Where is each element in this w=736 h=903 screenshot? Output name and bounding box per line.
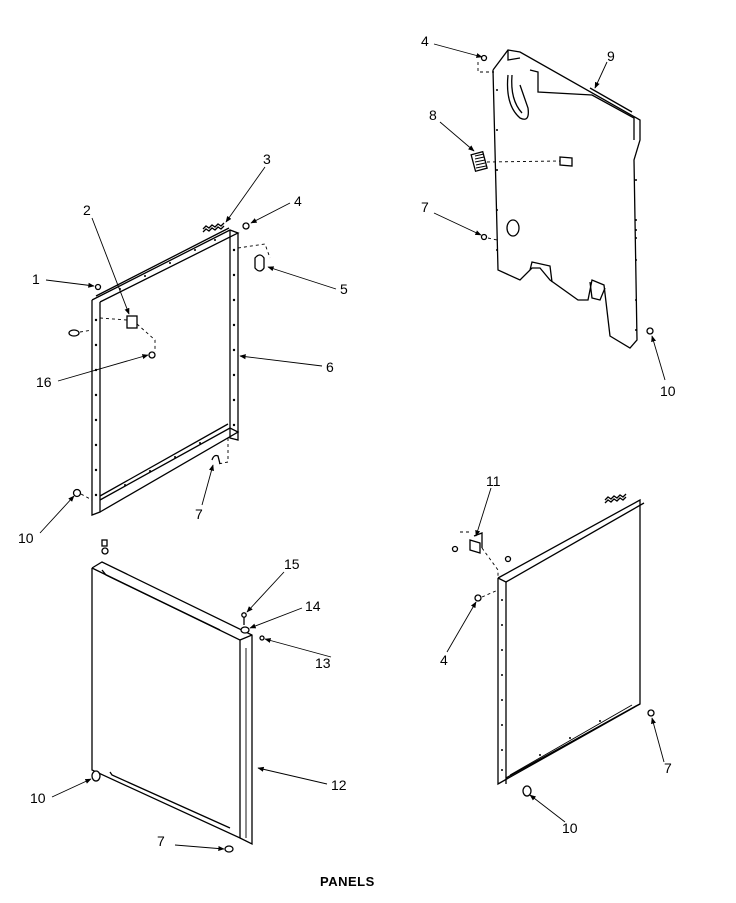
right-side-panel bbox=[497, 493, 645, 786]
front-panel bbox=[91, 561, 253, 846]
callout-10-front: 10 bbox=[30, 790, 46, 806]
screw-part-7-side bbox=[647, 709, 655, 717]
callout-12: 12 bbox=[331, 777, 347, 793]
bracket-part-2 bbox=[99, 315, 156, 352]
washer-part-14 bbox=[240, 626, 250, 634]
callout-5: 5 bbox=[340, 281, 348, 297]
screw-part-10-back bbox=[646, 327, 654, 335]
screw-part-4-top bbox=[242, 222, 250, 230]
callout-2: 2 bbox=[83, 202, 91, 218]
pin-part-1 bbox=[94, 283, 102, 291]
callout-9: 9 bbox=[607, 48, 615, 64]
side-frame-panel bbox=[91, 227, 240, 516]
screw-part-15-head bbox=[101, 539, 109, 555]
callout-10-back: 10 bbox=[660, 383, 676, 399]
callout-10-side: 10 bbox=[562, 820, 578, 836]
callout-13: 13 bbox=[315, 655, 331, 671]
callout-8: 8 bbox=[429, 107, 437, 123]
clip-part-5 bbox=[237, 243, 271, 272]
bracket-part-11 bbox=[451, 531, 512, 578]
screw-part-10-frame bbox=[72, 488, 93, 501]
screw-part-15 bbox=[241, 612, 247, 625]
callout-7-side: 7 bbox=[664, 760, 672, 776]
leader-lines bbox=[39, 43, 666, 852]
callout-16: 16 bbox=[36, 374, 52, 390]
screw-part-4-back bbox=[477, 54, 494, 73]
callout-11: 11 bbox=[486, 473, 501, 489]
callout-labels: 1 2 3 4 5 6 16 7 10 4 9 8 7 10 15 14 13 … bbox=[18, 33, 676, 849]
callout-7-frame: 7 bbox=[195, 506, 203, 522]
callout-1: 1 bbox=[32, 271, 40, 287]
diagram-caption: PANELS bbox=[320, 874, 375, 889]
callout-7-front: 7 bbox=[157, 833, 165, 849]
vent-part-8 bbox=[470, 150, 561, 173]
screw-part-7-back bbox=[480, 233, 498, 241]
pin-part-13 bbox=[259, 635, 265, 641]
callout-6: 6 bbox=[326, 359, 334, 375]
callout-14: 14 bbox=[305, 598, 321, 614]
screw-part-10-side bbox=[522, 785, 532, 797]
screw-part-4-side bbox=[474, 589, 499, 602]
callout-4-top: 4 bbox=[294, 193, 302, 209]
screw-part-7-front bbox=[224, 845, 234, 853]
callout-4-side: 4 bbox=[440, 652, 448, 668]
screw-left-upright bbox=[68, 329, 93, 337]
clip-part-7-frame bbox=[211, 438, 229, 465]
screw-part-16 bbox=[148, 351, 156, 359]
callout-10-frame: 10 bbox=[18, 530, 34, 546]
callout-3: 3 bbox=[263, 151, 271, 167]
callout-15: 15 bbox=[284, 556, 300, 572]
callout-7-back: 7 bbox=[421, 199, 429, 215]
callout-4-back: 4 bbox=[421, 33, 429, 49]
spring-part-3 bbox=[202, 222, 225, 233]
back-panel bbox=[492, 49, 641, 349]
screw-part-10-front bbox=[91, 770, 101, 782]
